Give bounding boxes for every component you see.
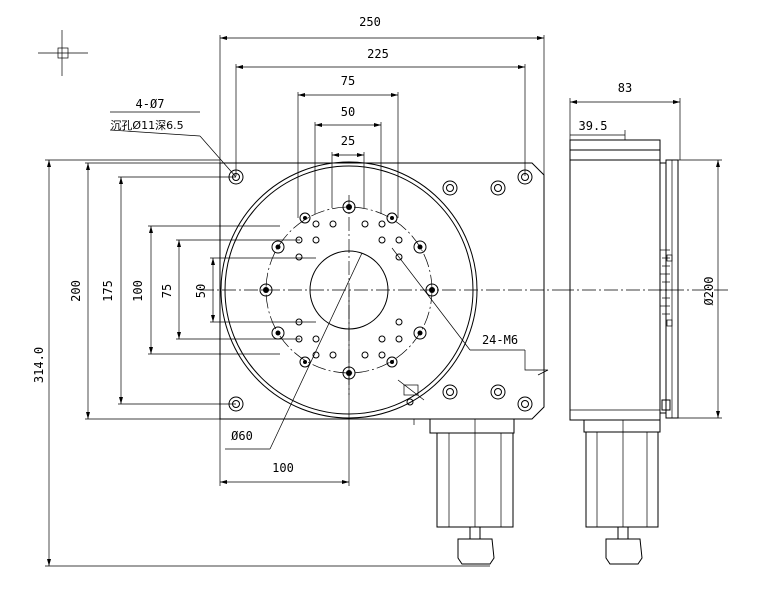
center-bore: [309, 250, 389, 330]
center-bore-dim: Ø60: [231, 429, 253, 443]
dim-side-depth: 83: [618, 81, 632, 95]
dim-span-75: 75: [341, 74, 355, 88]
corner-holes: [228, 169, 533, 412]
arrowhead: [374, 123, 381, 127]
arrowhead: [342, 480, 349, 484]
dim-height-100: 100: [131, 280, 145, 302]
arrowhead: [518, 65, 525, 69]
dimension-arrows: [47, 36, 720, 566]
arrowhead: [220, 36, 227, 40]
arrowhead: [357, 153, 364, 157]
rotary-table-outer: [220, 161, 478, 419]
side-view: [560, 98, 730, 565]
arrowhead: [119, 397, 123, 404]
registration-mark: [38, 30, 88, 76]
dim-height-body: 200: [69, 280, 83, 302]
dim-width-holes: 225: [367, 47, 389, 61]
arrowhead: [716, 160, 720, 167]
thread-holes-ring: [259, 200, 439, 380]
arrowhead: [673, 100, 680, 104]
inner-holes: [295, 220, 403, 359]
dim-span-25: 25: [341, 134, 355, 148]
dim-height-50: 50: [194, 284, 208, 298]
arrowhead: [211, 315, 215, 322]
arrowhead: [47, 160, 51, 167]
arrowhead: [332, 153, 339, 157]
dim-height-total: 314.0: [32, 347, 46, 383]
dimension-labels: 250 225 75 50 25 314.0 200 175 100 75 50…: [32, 15, 716, 475]
arrowhead: [86, 163, 90, 170]
dim-side-partial: 39.5: [579, 119, 608, 133]
arrowhead: [177, 240, 181, 247]
arrowhead: [716, 411, 720, 418]
dim-height-75: 75: [160, 284, 174, 298]
hole-callout-counterbore: 沉孔Ø11深6.5: [110, 119, 183, 132]
dim-table-diameter: Ø200: [702, 277, 716, 306]
arrowhead: [391, 93, 398, 97]
arrowhead: [86, 412, 90, 419]
rotary-table-rim: [224, 165, 474, 415]
arrowhead: [149, 226, 153, 233]
hole-callout-count: 4-Ø7: [136, 97, 165, 111]
arrowhead: [570, 100, 577, 104]
arrowhead: [211, 258, 215, 265]
arrowhead: [47, 559, 51, 566]
front-view: [45, 35, 560, 567]
arrowhead: [149, 347, 153, 354]
scale-ticks: [660, 249, 673, 327]
dim-span-50: 50: [341, 105, 355, 119]
arrowhead: [537, 36, 544, 40]
dim-height-holes: 175: [101, 280, 115, 302]
dim-width-outer: 250: [359, 15, 381, 29]
motor-side: [583, 419, 661, 565]
arrowhead: [220, 480, 227, 484]
thread-callout: 24-M6: [482, 333, 518, 347]
motor-front: [429, 418, 515, 565]
arrowhead: [315, 123, 322, 127]
dim-offset-100: 100: [272, 461, 294, 475]
arrowhead: [298, 93, 305, 97]
arrowhead: [177, 332, 181, 339]
arrowhead: [119, 177, 123, 184]
arrowhead: [236, 65, 243, 69]
